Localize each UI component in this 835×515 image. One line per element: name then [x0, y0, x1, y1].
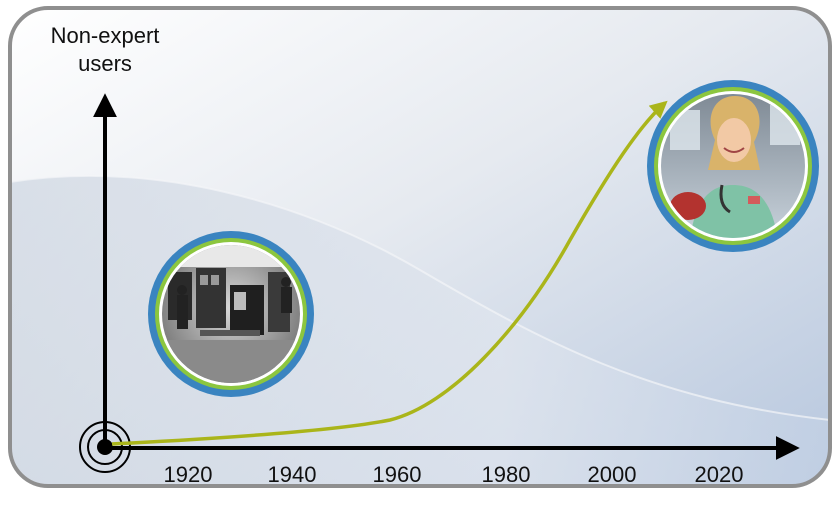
x-tick-2020: 2020: [694, 462, 744, 487]
x-tick-1960: 1960: [372, 462, 422, 487]
y-axis-label: Non-expert users: [30, 22, 180, 78]
frame-background: [8, 6, 832, 488]
y-axis-label-line2: users: [78, 51, 132, 76]
x-tick-1980: 1980: [481, 462, 531, 487]
y-axis-label-line1: Non-expert: [50, 23, 160, 48]
x-tick-1920: 1920: [163, 462, 213, 487]
growth-curve: [111, 100, 668, 446]
x-tick-2000: 2000: [587, 462, 637, 487]
origin-target-icon: [79, 421, 131, 473]
early-computer-room-photo: [148, 231, 314, 397]
x-tick-1940: 1940: [267, 462, 317, 487]
nurse-photo: [647, 80, 819, 252]
